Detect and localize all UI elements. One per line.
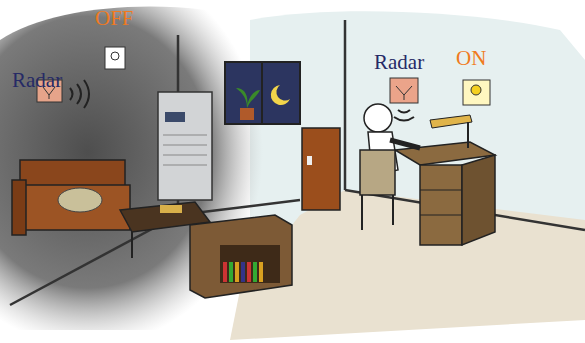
radar-label: Radar [12, 70, 62, 91]
light-state-label: OFF [95, 8, 134, 29]
radar-label: Radar [374, 52, 424, 73]
light-state-label: ON [456, 48, 486, 69]
